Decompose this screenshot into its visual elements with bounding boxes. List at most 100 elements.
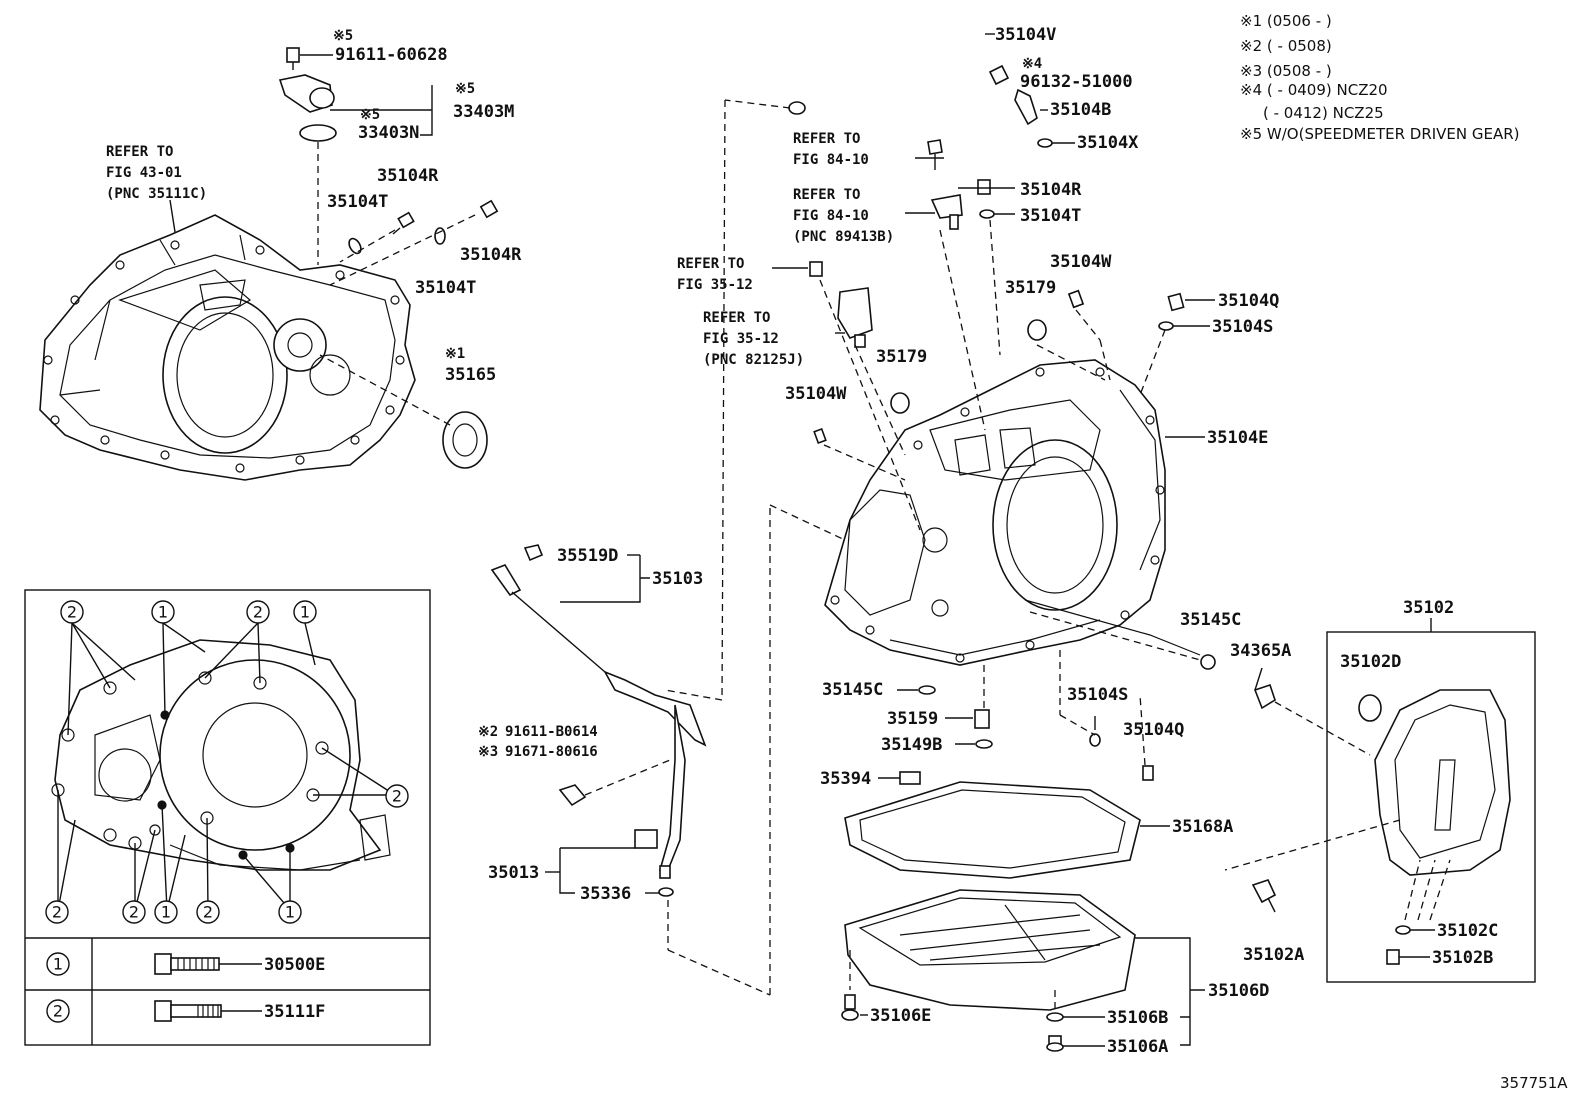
svg-text:2: 2 [129,903,139,922]
label-35104Q-b: 35104Q [1123,720,1184,740]
label-96132-51000: 96132-51000 [1020,72,1133,92]
label-35102: 35102 [1403,598,1454,618]
breather-hose-group [664,19,1053,701]
refer-43-01: REFER TO FIG 43-01 (PNC 35111C) [106,144,207,202]
note-5: ※5 W/O(SPEEDMETER DRIVEN GEAR) [1240,125,1520,143]
label-35165: 35165 [445,365,496,385]
gasket-35106B-icon [1046,1012,1064,1022]
label-35145C-a: 35145C [822,680,883,700]
svg-text:1: 1 [161,903,171,922]
svg-text:1: 1 [53,955,63,974]
mark-91611-B0614: ※2 [478,724,498,740]
clamp-35519D-icon [523,544,544,562]
sensors-and-plugs [809,139,1185,531]
mark-91671-80616: ※3 [478,744,498,760]
clip-34365A-icon [1253,683,1276,710]
label-35149B: 35149B [881,735,942,755]
label-35106E: 35106E [870,1006,931,1026]
plug-35102B-icon [1386,949,1400,965]
magnet-35394-icon [899,771,921,785]
bolt-35111F-icon [154,1000,172,1022]
mark-91611-60628: ※5 [333,28,353,44]
svg-text:2: 2 [392,787,402,806]
refer-84-10-b: REFER TO FIG 84-10 (PNC 89413B) [793,187,894,245]
label-35013: 35013 [488,863,539,883]
label-33403N: 33403N [358,123,419,143]
refer-35-12-b: REFER TO FIG 35-12 (PNC 82125J) [703,310,804,368]
oil-pan [841,889,1136,1052]
bolt-35102A-icon [1251,879,1277,904]
label-35168A: 35168A [1172,817,1233,837]
legend-part-30500E: 30500E [264,955,325,975]
bolt-91611-60628-icon [286,47,300,63]
label-91611-B0614: 91611-B0614 [505,724,598,740]
dipstick-tube-upper-icon [603,670,707,747]
inset-marker-2: 2 [122,900,146,924]
bolt-location-inset: 2 1 2 1 2 2 2 1 2 1 1 30500E 2 35111F [24,589,431,1046]
pin-35159-icon [974,709,990,729]
note-2: ※2 ( - 0508) [1240,37,1332,55]
label-35104E: 35104E [1207,428,1268,448]
legend-part-35111F: 35111F [264,1002,325,1022]
pin-35104W-icon [1067,289,1085,309]
union-35104B-icon [1014,88,1038,126]
oil-seal-35165-icon [442,411,488,469]
svg-text:2: 2 [67,603,77,622]
oil-pan-35106D-icon [844,889,1136,1011]
label-35106D: 35106D [1208,981,1269,1001]
plug-35106A-icon [1046,1042,1064,1052]
mark-33403N: ※5 [360,107,380,123]
label-35104V: 35104V [995,25,1056,45]
figure-id: 357751A [1500,1074,1568,1092]
label-35102C: 35102C [1437,921,1498,941]
label-35104R-c: 35104R [1020,180,1082,200]
note-1: ※1 (0506 - ) [1240,12,1332,30]
inset-marker-2: 2 [385,784,409,808]
notes-block: ※1 (0506 - ) ※2 ( - 0508) ※3 (0508 - ) ※… [1240,12,1520,143]
transaxle-case [824,359,1201,666]
note-4b: ( - 0412) NCZ25 [1263,104,1384,122]
label-35519D: 35519D [557,546,618,566]
sensor-82125J-icon [837,287,873,339]
cover-35102-icon [1374,689,1511,876]
refer-35-12-a: REFER TO FIG 35-12 [677,256,753,293]
label-35104X: 35104X [1077,133,1139,153]
inset-legend-row-1: 1 30500E [46,952,325,976]
label-35106A: 35106A [1107,1037,1168,1057]
label-91671-80616: 91671-80616 [505,744,598,760]
o-ring-35102C-icon [1395,925,1411,935]
clamp-96132-icon [988,64,1010,86]
o-ring-35336-icon [658,887,674,897]
svg-text:1: 1 [158,603,168,622]
leader-lines [300,33,1435,1047]
refer-blocks: REFER TO FIG 43-01 (PNC 35111C) REFER TO… [106,131,894,368]
gasket-35145C-icon [918,685,936,695]
inset-marker-2: 2 [246,600,270,624]
note-3: ※3 (0508 - ) [1240,62,1332,80]
label-35102D: 35102D [1340,652,1401,672]
mark-33403M: ※5 [455,81,475,97]
label-35104R-a: 35104R [377,166,439,186]
oil-pump-cover-box [1224,618,1536,983]
label-35145C-b: 35145C [1180,610,1241,630]
inset-legend-row-2: 2 35111F [46,999,325,1023]
gasket-35145C-b-icon [1200,654,1216,670]
label-91611-60628: 91611-60628 [335,45,448,65]
inset-marker-1: 1 [154,900,178,924]
dipstick-tube-icon [658,704,686,871]
o-ring-33403N-icon [299,124,337,142]
label-35104R-b: 35104R [460,245,522,265]
inset-marker-1: 1 [293,600,317,624]
bolt-35104R-icon [977,179,991,195]
gasket-35168A-icon [844,781,1141,879]
inset-frame [24,589,431,1046]
label-35336: 35336 [580,884,631,904]
mark-96132: ※4 [1022,56,1042,72]
label-35102A: 35102A [1243,945,1304,965]
part-labels: 35104V ※4 96132-51000 35104B 35104X ※5 9… [327,25,1568,1092]
note-4: ※4 ( - 0409) NCZ20 [1240,81,1388,99]
label-35104T-b: 35104T [415,278,476,298]
label-35104Q-a: 35104Q [1218,291,1279,311]
label-35104S-b: 35104S [1067,685,1128,705]
